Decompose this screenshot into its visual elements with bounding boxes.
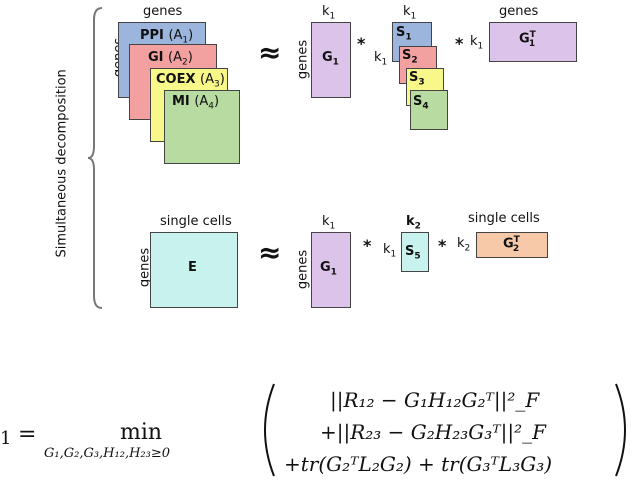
- matrix-g1-top: [311, 22, 351, 98]
- left-brace: [87, 7, 103, 309]
- genes-header: genes: [143, 4, 183, 19]
- bottom-g1-genes-label: genes: [295, 249, 311, 290]
- s-k-top-label: k1: [403, 4, 417, 22]
- s5-k-top-label: k2: [406, 214, 421, 232]
- s-k-side-label: k1: [374, 50, 388, 68]
- matrix-g2t: [476, 232, 548, 258]
- gt-k-label: k1: [470, 34, 484, 52]
- s2-label: S2: [402, 48, 418, 66]
- matrix-s4: [410, 90, 448, 130]
- matrix-a2-label: GI (A2): [148, 50, 193, 68]
- bottom-gt-header: single cells: [468, 211, 540, 226]
- eq-line-1: ||R₁₂ − G₁H₁₂G₂ᵀ||²_F: [330, 388, 540, 412]
- s5-label: S5: [405, 244, 421, 262]
- matrix-e: [150, 232, 238, 308]
- matrix-g1-bottom: [311, 232, 351, 308]
- matrix-s5: [401, 232, 429, 272]
- matrix-a4-label: MI (A4): [172, 94, 220, 112]
- side-label: Simultaneous decomposition: [54, 69, 70, 258]
- s4-label: S4: [413, 94, 429, 112]
- multiply-bottom-2: *: [438, 236, 447, 255]
- eq-line-3: +tr(G₂ᵀL₂G₂) + tr(G₃ᵀL₃G₃): [284, 452, 553, 476]
- g1-top-label: G1: [322, 50, 339, 68]
- gt-header: genes: [499, 4, 539, 19]
- eq-right-paren: [615, 383, 626, 477]
- g1-bottom-label: G1: [320, 260, 337, 278]
- eq-lhs-sub: 1: [0, 428, 12, 449]
- g1t-label: GT1: [519, 30, 536, 49]
- eq-left-paren: [264, 383, 275, 477]
- single-cells-header: single cells: [160, 214, 232, 229]
- g1-k-label: k1: [322, 4, 336, 22]
- bottom-g1-k-label: k1: [322, 214, 336, 232]
- approx-symbol-top: ≈: [258, 36, 282, 69]
- g2t-label: GT2: [503, 235, 520, 254]
- eq-line-2: +||R₂₃ − G₂H₂₃G₃ᵀ||²_F: [320, 420, 547, 444]
- multiply-top-2: *: [455, 34, 464, 53]
- s5-k-side-label: k1: [383, 242, 397, 260]
- approx-symbol-bottom: ≈: [258, 236, 282, 269]
- eq-min: min: [120, 420, 163, 445]
- matrix-a3-label: COEX (A3): [156, 72, 225, 90]
- eq-min-subscript: G₁,G₂,G₃,H₁₂,H₂₃≥0: [44, 446, 171, 461]
- e-label: E: [188, 260, 197, 275]
- bottom-gt-k-label: k2: [457, 236, 471, 254]
- matrix-a1-label: PPI (A1): [140, 28, 194, 46]
- multiply-top-1: *: [357, 34, 366, 53]
- g1-genes-label: genes: [295, 39, 311, 80]
- matrix-a4: [164, 90, 240, 164]
- matrix-g1t: [489, 22, 577, 62]
- s1-label: S1: [396, 25, 412, 43]
- s3-label: S3: [409, 70, 425, 88]
- multiply-bottom-1: *: [363, 236, 372, 255]
- eq-equals: =: [18, 422, 37, 447]
